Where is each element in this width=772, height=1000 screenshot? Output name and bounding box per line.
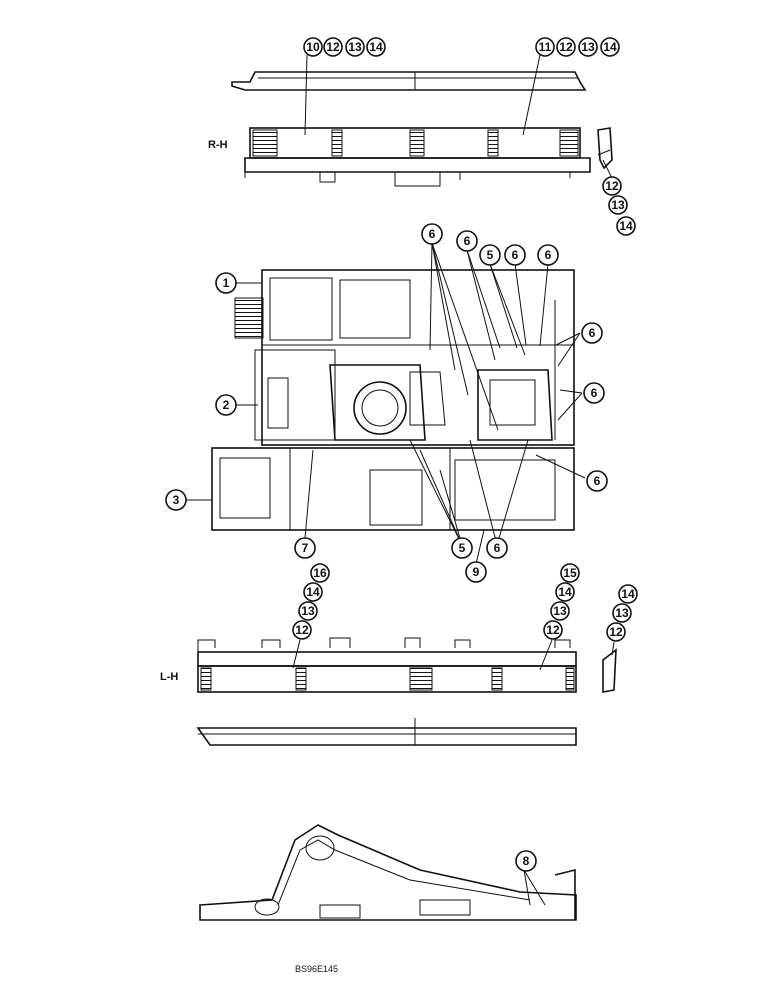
- callout-14: 14: [618, 584, 638, 604]
- callout-number: 13: [348, 40, 362, 54]
- callout-6: 6: [583, 382, 605, 404]
- callout-13: 13: [608, 195, 628, 215]
- callout-number: 6: [589, 326, 596, 340]
- main-frame-view: [186, 242, 586, 565]
- callout-number: 13: [581, 40, 595, 54]
- callout-12: 12: [606, 622, 626, 642]
- callout-number: 3: [173, 493, 180, 507]
- callout-6: 6: [581, 322, 603, 344]
- callout-number: 6: [591, 386, 598, 400]
- callout-number: 6: [464, 234, 471, 248]
- callout-number: 6: [494, 541, 501, 555]
- callout-6: 6: [504, 244, 526, 266]
- callout-number: 6: [594, 474, 601, 488]
- callout-number: 5: [459, 541, 466, 555]
- callout-number: 6: [512, 248, 519, 262]
- callout-14: 14: [616, 216, 636, 236]
- callout-10: 10: [303, 37, 323, 57]
- callout-number: 14: [558, 585, 572, 599]
- callout-2: 2: [215, 394, 237, 416]
- callout-number: 11: [539, 40, 552, 54]
- callout-6: 6: [421, 223, 443, 245]
- callout-number: 13: [301, 604, 315, 618]
- right-hand-label: R-H: [208, 139, 228, 151]
- callout-16: 16: [310, 563, 330, 583]
- callout-7: 7: [294, 537, 316, 559]
- callout-14: 14: [303, 582, 323, 602]
- callout-12: 12: [323, 37, 343, 57]
- callout-number: 14: [621, 587, 635, 601]
- callout-6: 6: [586, 470, 608, 492]
- callout-6: 6: [537, 244, 559, 266]
- callout-number: 10: [306, 40, 320, 54]
- callout-number: 8: [523, 854, 530, 868]
- callout-14: 14: [555, 582, 575, 602]
- callout-12: 12: [602, 176, 622, 196]
- callout-13: 13: [550, 601, 570, 621]
- left-hand-label: L-H: [160, 671, 178, 683]
- callout-6: 6: [456, 230, 478, 252]
- left-hand-panel-view: L-H: [160, 637, 617, 746]
- callout-number: 12: [605, 179, 619, 193]
- callout-12: 12: [292, 620, 312, 640]
- callout-12: 12: [543, 620, 563, 640]
- callout-14: 14: [600, 37, 620, 57]
- callout-5: 5: [479, 244, 501, 266]
- callout-13: 13: [612, 603, 632, 623]
- callout-9: 9: [465, 561, 487, 583]
- callout-11: 11: [535, 37, 555, 57]
- callout-number: 13: [615, 606, 629, 620]
- callout-number: 12: [326, 40, 340, 54]
- callout-1: 1: [215, 272, 237, 294]
- callout-13: 13: [345, 37, 365, 57]
- callout-number: 12: [295, 623, 309, 637]
- callout-14: 14: [366, 37, 386, 57]
- callout-number: 2: [223, 398, 230, 412]
- callout-number: 16: [313, 566, 327, 580]
- callout-number: 14: [369, 40, 383, 54]
- callout-number: 6: [429, 227, 436, 241]
- callout-3: 3: [165, 489, 187, 511]
- callout-number: 13: [553, 604, 567, 618]
- callout-6: 6: [486, 537, 508, 559]
- callout-number: 9: [473, 565, 480, 579]
- callout-number: 7: [302, 541, 309, 555]
- callout-number: 1: [223, 276, 230, 290]
- callouts: 10 12 13 14 11 12 13 14 12 13 14 1 2 3 6…: [165, 37, 638, 872]
- callout-number: 13: [611, 198, 625, 212]
- callout-number: 14: [619, 219, 633, 233]
- bracket-side-view: BS96E145: [199, 824, 577, 974]
- callout-number: 12: [559, 40, 573, 54]
- callout-13: 13: [578, 37, 598, 57]
- callout-number: 12: [546, 623, 560, 637]
- callout-number: 14: [603, 40, 617, 54]
- callout-8: 8: [515, 850, 537, 872]
- callout-number: 14: [306, 585, 320, 599]
- callout-number: 5: [487, 248, 494, 262]
- callout-number: 15: [563, 566, 577, 580]
- right-hand-panel-view: R-H: [208, 54, 613, 187]
- callout-number: 12: [609, 625, 623, 639]
- callout-number: 6: [545, 248, 552, 262]
- figure-code: BS96E145: [295, 964, 338, 974]
- callout-13: 13: [298, 601, 318, 621]
- callout-5: 5: [451, 537, 473, 559]
- callout-15: 15: [560, 563, 580, 583]
- callout-12: 12: [556, 37, 576, 57]
